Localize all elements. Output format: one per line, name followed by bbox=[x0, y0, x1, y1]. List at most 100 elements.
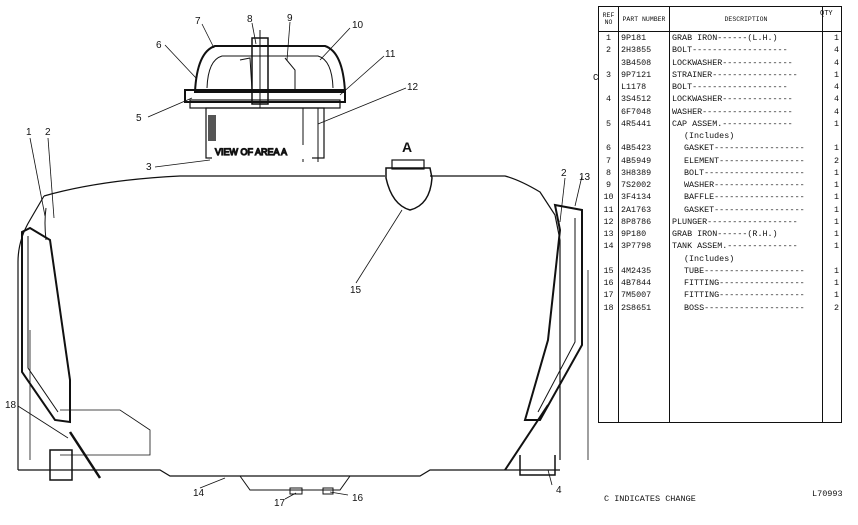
qty-cell bbox=[822, 130, 842, 143]
cap-assembly-illustration bbox=[184, 30, 347, 162]
qty-cell: 1 bbox=[822, 240, 842, 253]
ref-cell: 6 bbox=[598, 142, 619, 155]
callout-7: 7 bbox=[195, 16, 201, 27]
callout-5: 5 bbox=[136, 113, 142, 124]
header-part-number: PART NUMBER bbox=[618, 6, 670, 32]
description-cell: WASHER------------------ bbox=[669, 179, 823, 192]
ref-cell: 7 bbox=[598, 154, 619, 167]
part-number-cell: L1178 bbox=[618, 81, 670, 94]
ref-cell: 14 bbox=[598, 240, 619, 253]
ref-cell: 18 bbox=[598, 301, 619, 314]
description-cell: CAP ASSEM.-------------- bbox=[669, 117, 823, 130]
part-number-cell: 3P7798 bbox=[618, 240, 670, 253]
change-marker: C bbox=[593, 73, 599, 83]
qty-cell: 1 bbox=[822, 277, 842, 290]
callout-6: 6 bbox=[156, 40, 162, 51]
ref-cell: 13 bbox=[598, 228, 619, 241]
blank-cell bbox=[669, 313, 823, 423]
part-number-cell: 3F4134 bbox=[618, 191, 670, 204]
qty-cell: 1 bbox=[822, 215, 842, 228]
blank-cell bbox=[618, 313, 670, 423]
ref-cell: 17 bbox=[598, 289, 619, 302]
ref-cell: 15 bbox=[598, 264, 619, 277]
ref-cell: 1 bbox=[598, 31, 619, 45]
grab-iron-left bbox=[21, 226, 71, 424]
callout-3: 3 bbox=[146, 162, 152, 173]
qty-cell: 1 bbox=[822, 68, 842, 81]
part-number-cell: 4B5949 bbox=[618, 154, 670, 167]
header-qty bbox=[822, 6, 842, 32]
part-number-cell: 9P7121 bbox=[618, 68, 670, 81]
ref-cell bbox=[598, 56, 619, 69]
description-cell: BOLT------------------- bbox=[669, 44, 823, 57]
part-number-cell: 4B5423 bbox=[618, 142, 670, 155]
qty-cell: 4 bbox=[822, 81, 842, 94]
callout-1: 1 bbox=[26, 127, 32, 138]
tank-exploded-drawing: VIEW OF AREA A bbox=[5, 13, 591, 509]
qty-cell: 1 bbox=[822, 117, 842, 130]
part-number-cell: 2S8651 bbox=[618, 301, 670, 314]
callout-9: 9 bbox=[287, 13, 293, 24]
ref-cell: 11 bbox=[598, 203, 619, 216]
description-cell: FITTING----------------- bbox=[669, 289, 823, 302]
qty-cell: 1 bbox=[822, 142, 842, 155]
callout-10: 10 bbox=[352, 20, 364, 31]
callout-11: 11 bbox=[385, 49, 396, 60]
description-cell: GASKET------------------ bbox=[669, 142, 823, 155]
callout-15: 15 bbox=[350, 285, 362, 296]
ref-cell: 4 bbox=[598, 93, 619, 106]
ref-cell bbox=[598, 81, 619, 94]
qty-cell: 4 bbox=[822, 105, 842, 118]
qty-cell: 4 bbox=[822, 93, 842, 106]
parts-table-header: REF NO PART NUMBER DESCRIPTION bbox=[598, 6, 842, 32]
part-number-cell: 7S2002 bbox=[618, 179, 670, 192]
part-number-cell: 2A1763 bbox=[618, 203, 670, 216]
description-cell: GRAB IRON------(L.H.) bbox=[669, 31, 823, 45]
qty-cell: 1 bbox=[822, 191, 842, 204]
part-number-cell: 4M2435 bbox=[618, 264, 670, 277]
description-cell: BOLT-------------------- bbox=[669, 166, 823, 179]
callout-12: 12 bbox=[407, 82, 419, 93]
part-number-cell: 9P181 bbox=[618, 31, 670, 45]
part-number-cell: 8P8786 bbox=[618, 215, 670, 228]
callout-14: 14 bbox=[193, 488, 205, 499]
change-footnote: C INDICATES CHANGE bbox=[604, 494, 696, 504]
grab-iron-right bbox=[523, 203, 583, 421]
qty-cell bbox=[822, 252, 842, 265]
ref-cell: 5 bbox=[598, 117, 619, 130]
callout-17: 17 bbox=[274, 498, 286, 509]
ref-cell: 2 bbox=[598, 44, 619, 57]
ref-cell: 12 bbox=[598, 215, 619, 228]
part-number-cell: 9P180 bbox=[618, 228, 670, 241]
table-blank-area bbox=[598, 313, 842, 423]
table-row: (Includes) bbox=[598, 252, 842, 265]
description-cell: (Includes) bbox=[669, 130, 823, 143]
part-number-cell: 4R5441 bbox=[618, 117, 670, 130]
part-number-cell: 6F7048 bbox=[618, 105, 670, 118]
description-cell: WASHER------------------ bbox=[669, 105, 823, 118]
description-cell: BAFFLE------------------ bbox=[669, 191, 823, 204]
qty-cell: 1 bbox=[822, 166, 842, 179]
qty-cell: 1 bbox=[822, 179, 842, 192]
callout-18: 18 bbox=[5, 400, 17, 411]
description-cell: TUBE-------------------- bbox=[669, 264, 823, 277]
description-cell: FITTING----------------- bbox=[669, 277, 823, 290]
callout-16: 16 bbox=[352, 493, 364, 504]
